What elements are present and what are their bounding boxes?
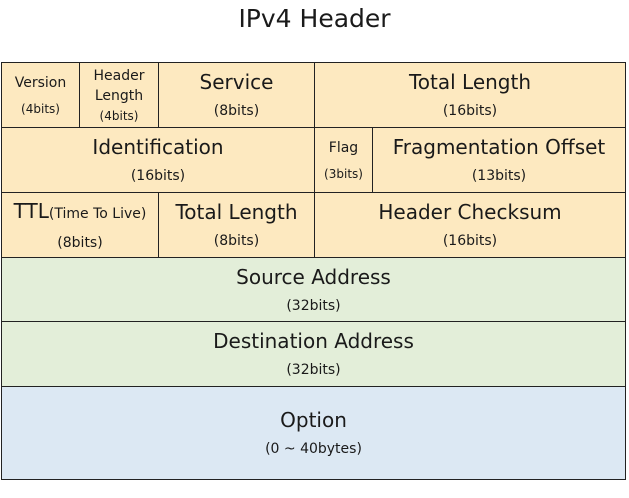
field-service: Service (8bits): [158, 62, 315, 128]
field-option: Option (0 ~ 40bytes): [1, 386, 626, 480]
field-flag: Flag (3bits): [314, 127, 373, 193]
field-protocol: Total Length (8bits): [158, 192, 315, 258]
field-fragmentation-offset-name: Fragmentation Offset: [392, 135, 606, 159]
field-option-name: Option: [280, 408, 347, 432]
field-header-length-bits: (4bits): [99, 109, 139, 123]
field-fragmentation-offset-bits: (13bits): [471, 168, 527, 184]
field-version-bits: (4bits): [21, 102, 60, 116]
field-option-bits: (0 ~ 40bytes): [265, 441, 362, 457]
field-identification-bits: (16bits): [130, 168, 186, 184]
field-destination-address: Destination Address (32bits): [1, 321, 626, 387]
field-total-length-16: Total Length (16bits): [314, 62, 626, 128]
field-ttl-subtitle: (Time To Live): [48, 205, 147, 222]
field-header-length-name-line1: Header: [93, 68, 145, 84]
field-ttl: TTL(Time To Live) (8bits): [1, 192, 159, 258]
field-service-bits: (8bits): [213, 103, 260, 119]
field-ttl-label: TTL(Time To Live): [14, 198, 147, 227]
field-ttl-bits: (8bits): [57, 234, 103, 251]
field-source-address-bits: (32bits): [286, 297, 341, 314]
field-version: Version (4bits): [1, 62, 80, 128]
field-identification: Identification (16bits): [1, 127, 315, 193]
field-protocol-bits: (8bits): [213, 233, 260, 249]
field-header-checksum: Header Checksum (16bits): [314, 192, 626, 258]
field-fragmentation-offset: Fragmentation Offset (13bits): [372, 127, 626, 193]
field-header-length-name-line2: Length: [94, 88, 144, 104]
field-ttl-name: TTL: [13, 198, 49, 223]
ipv4-header-grid: Version (4bits) Header Length (4bits) Se…: [1, 62, 626, 480]
field-destination-address-name: Destination Address: [213, 329, 414, 353]
field-identification-name: Identification: [92, 135, 224, 159]
field-flag-name: Flag: [328, 140, 359, 156]
field-header-checksum-bits: (16bits): [442, 233, 498, 249]
field-source-address-name: Source Address: [236, 264, 391, 289]
field-header-length: Header Length (4bits): [79, 62, 159, 128]
field-service-name: Service: [199, 70, 274, 94]
field-destination-address-bits: (32bits): [286, 362, 341, 378]
diagram-title: IPv4 Header: [238, 4, 391, 33]
field-source-address: Source Address (32bits): [1, 257, 626, 322]
field-version-name: Version: [14, 75, 67, 91]
field-protocol-name: Total Length: [175, 200, 298, 224]
field-total-length-16-bits: (16bits): [442, 103, 498, 119]
field-header-checksum-name: Header Checksum: [378, 200, 562, 224]
field-flag-bits: (3bits): [324, 167, 363, 181]
field-total-length-16-name: Total Length: [408, 70, 532, 94]
